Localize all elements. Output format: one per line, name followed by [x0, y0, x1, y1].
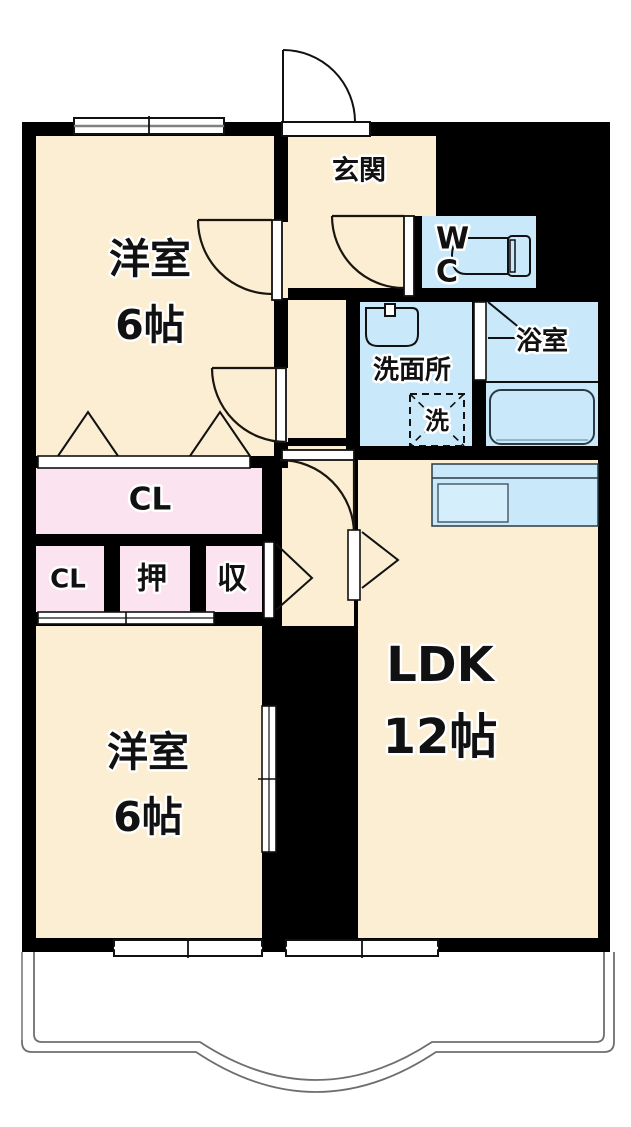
wall-genkan-step	[282, 288, 360, 300]
window-ldk	[285, 938, 439, 958]
closet-fold-triangle-2	[189, 410, 251, 457]
door-wc-arc	[330, 215, 405, 290]
door-swings	[196, 49, 415, 535]
bathtub-group	[484, 381, 598, 445]
room-genkan	[282, 136, 436, 216]
closet-large-door-track	[37, 455, 251, 469]
door-corridor-lower-arc	[279, 458, 356, 535]
window-bedroom-north	[73, 116, 225, 136]
label-bedroom-north-size: 6帖	[115, 301, 185, 349]
door-wc-panel	[403, 215, 415, 297]
door-ldk-folding	[347, 529, 400, 601]
label-closet-large: CL	[129, 482, 172, 518]
washer-space-diag-2	[409, 393, 465, 447]
label-ldk-name: LDK	[386, 637, 495, 693]
door-bedroom-north-upper-arc	[196, 219, 273, 296]
door-shuno-arrow	[275, 543, 314, 611]
door-bedroom-north-lower-panel	[275, 367, 287, 443]
wall-closet-divider-horizontal	[22, 534, 274, 546]
door-entrance-panel	[281, 121, 371, 137]
washbasin-faucet	[384, 303, 396, 317]
storage-closet-small	[36, 544, 104, 618]
door-entrance-arc	[282, 49, 356, 123]
windows	[73, 116, 439, 958]
sliding-folding-doors	[37, 301, 535, 853]
door-ldk-arrow	[361, 531, 400, 589]
storage-shuno	[204, 544, 266, 618]
door-corridor-lower-panel	[281, 449, 355, 461]
door-closet-sliding-bottom	[37, 611, 215, 625]
label-wc-line1: W	[436, 222, 469, 257]
washbasin-group	[365, 303, 419, 347]
label-bedroom-south-size: 6帖	[113, 793, 183, 841]
wall-wc-east	[536, 216, 550, 302]
label-wc-line2: C	[436, 255, 458, 290]
label-washroom: 洗面所	[373, 356, 451, 386]
door-entrance	[281, 49, 371, 137]
room-bedroom-south	[36, 626, 274, 938]
wall-wc-south	[346, 288, 610, 302]
wall-closet-vert-1	[104, 540, 120, 618]
wall-washroom-west	[346, 300, 360, 460]
door-bedroom-south-sliding	[258, 705, 280, 853]
door-shuno-panel	[263, 541, 275, 619]
label-washer: 洗	[425, 407, 449, 435]
door-bedroom-north-upper	[196, 218, 283, 301]
door-bathroom-panel	[473, 301, 487, 381]
door-wc	[330, 214, 415, 297]
ldk-repaint	[358, 446, 598, 938]
bathtub-body	[489, 389, 595, 445]
balcony-inner-edge	[33, 952, 605, 1081]
label-shuno: 収	[217, 562, 248, 597]
door-bathroom-folding	[473, 301, 535, 381]
door-bathroom-arrow	[487, 301, 535, 339]
wall-wet-area-south	[346, 446, 610, 460]
label-genkan: 玄関	[332, 155, 386, 187]
closet-fold-triangle-1	[57, 410, 119, 457]
kitchen-counter-group	[431, 463, 599, 527]
toilet-fixture-group	[450, 235, 531, 277]
toilet-lid-detail	[509, 239, 516, 273]
label-closet-small: CL	[50, 565, 86, 595]
label-bedroom-north-name: 洋室	[109, 235, 191, 283]
wall-closet-vert-2	[190, 540, 206, 618]
door-closet-large-folding	[37, 410, 251, 469]
door-bedroom-north-upper-panel	[271, 219, 283, 301]
label-bedroom-south-name: 洋室	[107, 728, 189, 776]
ldk-main-body	[358, 526, 598, 938]
door-shuno-folding	[263, 541, 314, 619]
room-corridor-lower	[282, 446, 354, 626]
storage-closet-large	[36, 466, 274, 536]
balcony-group	[21, 952, 615, 1093]
closet-fills	[36, 466, 274, 618]
label-bathroom: 浴室	[516, 326, 568, 357]
washbasin-bowl	[365, 307, 419, 347]
balcony-outer-edge	[21, 952, 615, 1093]
room-bedroom-north	[36, 136, 274, 456]
door-ldk-panel	[347, 529, 361, 601]
door-corridor-lower	[279, 449, 356, 535]
label-ldk-size: 12帖	[383, 709, 498, 765]
storage-oshiire	[118, 544, 190, 618]
door-bedroom-north-lower-arc	[210, 367, 287, 444]
door-bedroom-north-lower	[210, 366, 287, 444]
window-bedroom-south	[113, 938, 263, 958]
plan-labels: 洋室 6帖 洋室 6帖 LDK 12帖 玄関 W C 浴室 洗面所 洗 CL C…	[48, 152, 571, 844]
label-oshiire: 押	[137, 562, 167, 597]
kitchen-sink-basin	[437, 483, 509, 523]
